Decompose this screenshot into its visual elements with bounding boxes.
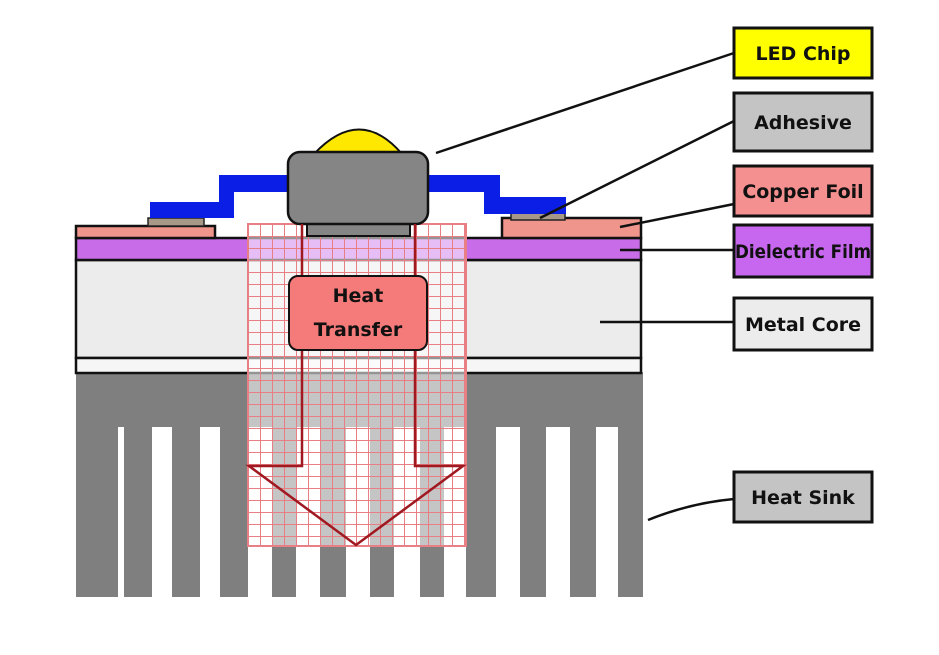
heat-transfer-box: Heat Transfer	[288, 275, 428, 351]
heat-transfer-line1: Heat	[333, 285, 384, 307]
heat-sink	[76, 372, 643, 597]
label-box	[732, 223, 874, 279]
adhesive-pad-left	[147, 217, 205, 227]
heat-sink-fin	[570, 425, 596, 597]
heat-transfer-line2: Transfer	[314, 319, 403, 341]
leader-led-chip	[435, 51, 735, 155]
copper-foil-right	[500, 216, 643, 240]
heat-sink-fin	[618, 425, 643, 597]
label-box	[732, 470, 874, 524]
heat-sink-fin	[124, 425, 152, 597]
label-led-chip: LED Chip	[732, 26, 874, 80]
label-heat-sink: Heat Sink	[732, 470, 874, 524]
label-text: Dielectric Film	[735, 241, 871, 263]
led-lens	[311, 128, 405, 155]
lead-wire-right	[426, 175, 566, 214]
label-box	[732, 296, 874, 352]
label-text: Copper Foil	[742, 181, 863, 203]
heat-flow-zone	[247, 223, 467, 547]
label-box	[732, 91, 874, 153]
label-text: LED Chip	[755, 43, 850, 65]
label-adhesive: Adhesive	[732, 91, 874, 153]
label-text: Heat Sink	[751, 487, 855, 509]
leader-copper-foil	[619, 202, 735, 229]
copper-foil-left	[74, 224, 217, 240]
heat-sink-fin	[76, 425, 118, 597]
heat-sink-fin	[466, 425, 496, 597]
label-metal-core: Metal Core	[732, 296, 874, 352]
led-chip-body	[286, 150, 430, 226]
leader-lines	[435, 51, 735, 522]
label-copper-foil: Copper Foil	[732, 164, 874, 218]
heat-sink-fins	[76, 425, 643, 597]
label-box	[732, 26, 874, 80]
label-text: Metal Core	[745, 314, 861, 336]
adhesive-pad-right	[510, 212, 566, 221]
lead-wire-left	[150, 175, 292, 218]
leader-adhesive	[539, 119, 735, 220]
label-box	[732, 164, 874, 218]
label-text: Adhesive	[754, 112, 852, 134]
heat-sink-fin	[520, 425, 546, 597]
heat-arrow	[245, 224, 467, 547]
label-dielectric-film: Dielectric Film	[732, 223, 874, 279]
heat-sink-fin	[220, 425, 248, 597]
leader-heat-sink	[647, 497, 735, 522]
heat-sink-fin	[172, 425, 200, 597]
